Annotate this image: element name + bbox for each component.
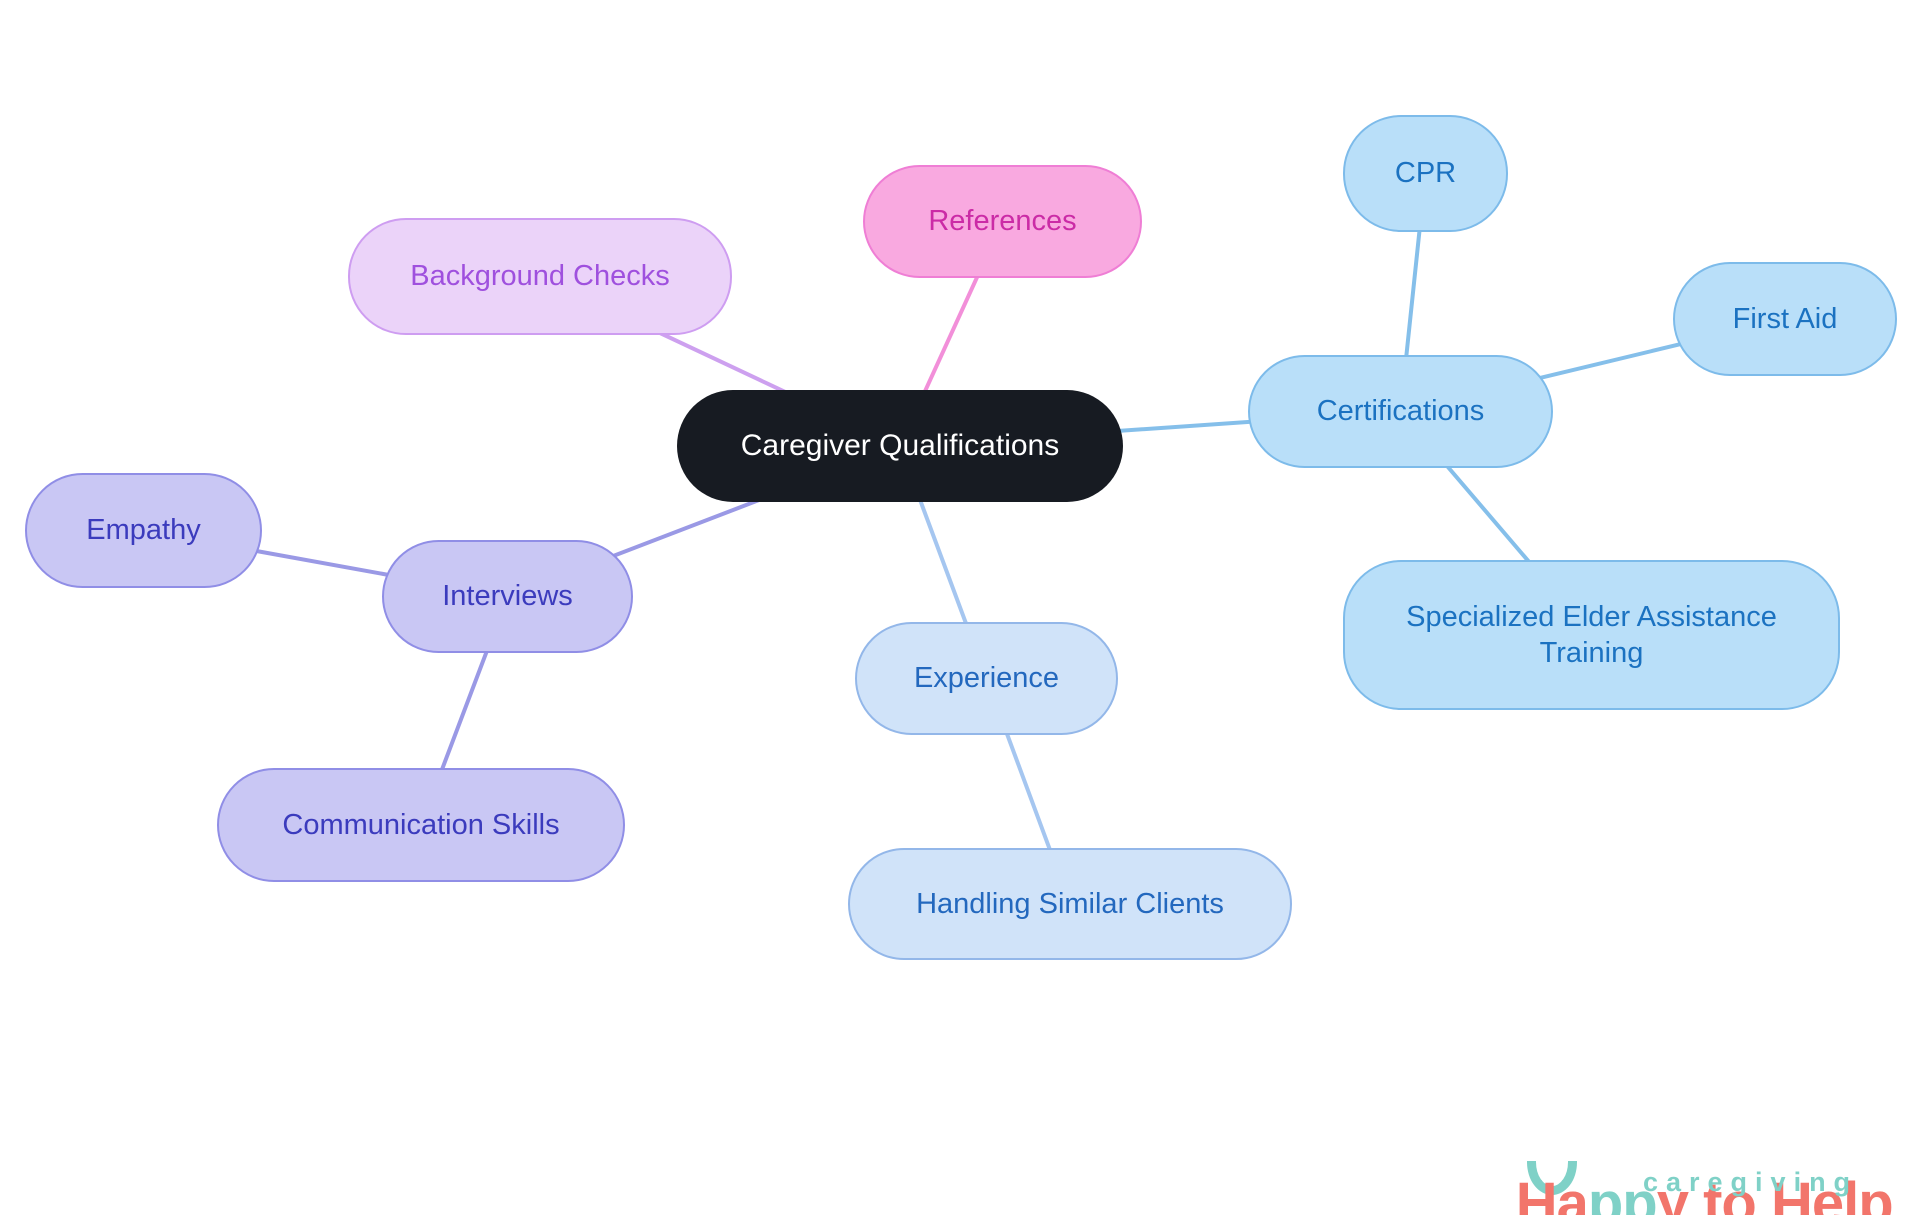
logo-title-part: Ha bbox=[1515, 1171, 1589, 1215]
logo-title-part: to bbox=[1687, 1171, 1771, 1215]
smile-icon bbox=[1527, 1161, 1577, 1195]
node-first-aid[interactable]: First Aid bbox=[1673, 262, 1897, 376]
node-label: Certifications bbox=[1316, 395, 1485, 428]
node-experience[interactable]: Experience bbox=[855, 622, 1118, 735]
node-label: Empathy bbox=[86, 514, 201, 547]
logo-title: Happy to Help bbox=[1425, 1103, 1894, 1215]
node-label: Caregiver Qualifications bbox=[740, 429, 1060, 463]
node-cpr[interactable]: CPR bbox=[1343, 115, 1508, 232]
node-handling-similar-clients[interactable]: Handling Similar Clients bbox=[848, 848, 1292, 960]
node-label: Interviews bbox=[442, 580, 573, 613]
node-label: Specialized Elder Assistance Training bbox=[1406, 600, 1777, 669]
node-label: First Aid bbox=[1732, 302, 1838, 335]
node-central[interactable]: Caregiver Qualifications bbox=[677, 390, 1123, 502]
happy-to-help-logo: Happy to Help caregiving bbox=[1415, 1103, 1895, 1215]
node-label: Communication Skills bbox=[282, 808, 560, 841]
logo-title-part: Help bbox=[1770, 1171, 1894, 1215]
node-background-checks[interactable]: Background Checks bbox=[348, 218, 732, 335]
logo-title-part: y bbox=[1656, 1171, 1689, 1215]
node-communication-skills[interactable]: Communication Skills bbox=[217, 768, 625, 882]
node-specialized-training[interactable]: Specialized Elder Assistance Training bbox=[1343, 560, 1840, 710]
node-interviews[interactable]: Interviews bbox=[382, 540, 633, 653]
node-references[interactable]: References bbox=[863, 165, 1142, 278]
node-label: Background Checks bbox=[410, 260, 670, 293]
logo-subtitle: caregiving bbox=[1643, 1167, 1859, 1197]
node-label: Handling Similar Clients bbox=[916, 887, 1224, 920]
node-label: CPR bbox=[1394, 157, 1457, 190]
node-certifications[interactable]: Certifications bbox=[1248, 355, 1553, 468]
logo-title-part: pp bbox=[1587, 1171, 1658, 1215]
node-label: Experience bbox=[913, 662, 1060, 695]
node-label: References bbox=[928, 205, 1077, 238]
node-empathy[interactable]: Empathy bbox=[25, 473, 262, 588]
